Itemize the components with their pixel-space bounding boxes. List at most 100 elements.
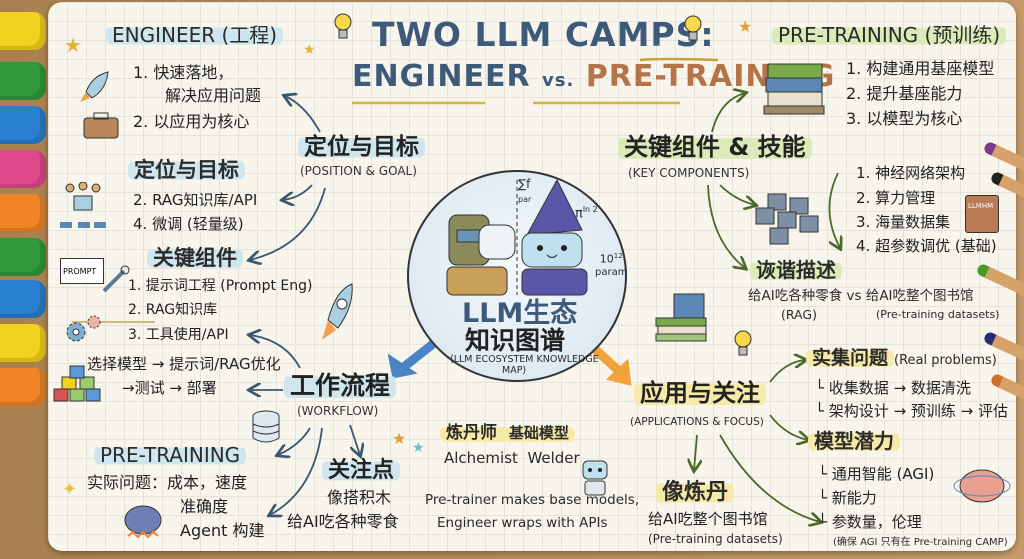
engineer-header: ENGINEER (工程) [106, 24, 284, 47]
star-icon: ★ [738, 17, 753, 36]
server-cluster-icon [755, 193, 819, 245]
pretraining-issue: Agent 构建 [180, 521, 265, 540]
pretraining-header: PRE-TRAINING (预训练) [772, 24, 1007, 47]
network-structure-icon [60, 182, 106, 228]
focus-item: 给AI吃各种零食 [287, 512, 399, 531]
wrench-icon [102, 265, 130, 293]
summary-line: Engineer wraps with APIs [437, 515, 608, 531]
brain-icon [953, 469, 1011, 503]
cauldron-icon [124, 505, 162, 539]
center-english: (LLM ECOSYSTEM KNOWLEDGE [450, 354, 599, 365]
yellow-marker [0, 324, 46, 362]
lightbulb-icon [684, 15, 702, 41]
potential-item: └ 参数量，伦理 [818, 513, 922, 531]
roles-cn: 炼丹师 基础模型 [440, 423, 575, 444]
alchemy-line: 给AI吃整个图书馆 [648, 510, 768, 528]
orange-marker [0, 194, 46, 232]
blue-marker [0, 280, 46, 318]
star-icon: ★ [303, 42, 316, 58]
potential-note: (确保 AGI 只有在 Pre-training CAMP) [833, 537, 1008, 548]
summary-line: Pre-trainer makes base models, [425, 492, 640, 508]
humor-line: 给AI吃各种零食 vs 给AI吃整个图书馆 [748, 288, 974, 304]
prompt-window-icon: PROMPT [60, 258, 104, 284]
gears-icon [66, 315, 101, 342]
real-problems-header: 实集问题(Real problems) [806, 347, 997, 370]
center-circle [407, 170, 627, 382]
center-title: LLM生态 [462, 298, 578, 329]
focus-header: 关注点 [322, 458, 401, 484]
component-item: 3. 工具使用/API [128, 327, 229, 343]
goal-item: 2. RAG知识库/API [133, 191, 258, 209]
building-blocks-icon [53, 365, 101, 402]
goal-section-header: 定位与目标 [128, 158, 245, 183]
potential-item: └ 通用智能 (AGI) [818, 465, 935, 483]
engineer-pretraining-header: PRE-TRAINING [94, 444, 247, 467]
position-goal-node: 定位与目标 [298, 134, 425, 161]
blue-marker [0, 106, 46, 144]
books-stack-icon [763, 63, 825, 115]
humor-datasets: (Pre-training datasets) [876, 308, 1000, 321]
yellow-marker [0, 12, 46, 50]
center-english-2: MAP) [502, 365, 527, 376]
center-subtitle: 知识图谱 [465, 326, 566, 355]
real-problem-item: └ 收集数据 → 数据清洗 [815, 379, 971, 397]
key-component-item: 4. 超参数调优 (基础) [856, 237, 997, 255]
component-item: 1. 提示词工程 (Prompt Eng) [128, 278, 313, 294]
lightbulb-icon [734, 330, 752, 356]
pink-marker [0, 150, 46, 188]
humor-rag: (RAG) [781, 307, 817, 322]
components-header: 关键组件 [147, 246, 243, 271]
welder-wizard-robots-illustration [446, 178, 588, 296]
key-component-item: 2. 算力管理 [856, 189, 936, 207]
key-components-node: 关键组件 & 技能 [618, 133, 812, 162]
star-icon: ★ [64, 33, 82, 57]
green-marker [0, 62, 46, 100]
pretraining-item: 3. 以模型为核心 [846, 109, 963, 128]
key-components-english: (KEY COMPONENTS) [628, 166, 750, 180]
pretraining-issue: 实际问题：成本，速度 [87, 473, 248, 492]
green-marker [0, 238, 46, 276]
book-icon: LLMHM [965, 195, 999, 233]
books-server-icon [655, 293, 707, 342]
rocket-icon [80, 71, 109, 102]
pi-formula: πln 2 [575, 205, 598, 222]
goal-item: 4. 微调 (轻量级) [133, 215, 244, 233]
workflow-step: →测试 → 部署 [122, 379, 217, 397]
potential-header: 模型潜力 [808, 430, 900, 453]
roles-en: Alchemist Welder [444, 449, 580, 467]
potential-item: └ 新能力 [818, 489, 877, 507]
pretraining-issue: 准确度 [180, 497, 229, 516]
workflow-step: 选择模型 → 提示词/RAG优化 [87, 355, 281, 373]
workflow-node: 工作流程 [284, 371, 397, 401]
title-line-1: TWO LLM CAMPS: [372, 15, 715, 54]
key-component-item: 1. 神经网络架构 [856, 164, 966, 182]
star-icon: ★ [412, 440, 425, 456]
lightbulb-icon [334, 13, 352, 39]
real-problem-item: └ 架构设计 → 预训练 → 评估 [815, 402, 1009, 420]
engineer-item: 2. 以应用为核心 [133, 112, 250, 131]
database-icon [252, 410, 280, 443]
engineer-item: 解决应用问题 [165, 86, 262, 105]
engineer-item: 1. 快速落地， [133, 63, 234, 82]
rocket-icon [322, 283, 353, 340]
title-engineer: ENGINEER [352, 59, 531, 94]
applications-node: 应用与关注 [634, 379, 766, 408]
workflow-english: (WORKFLOW) [297, 404, 379, 418]
alchemy-header: 像炼丹 [656, 480, 735, 506]
pretraining-item: 2. 提升基座能力 [846, 84, 963, 103]
orange-marker [0, 368, 46, 406]
star-icon: ★ [392, 429, 407, 448]
humor-header: 诙谐描述 [750, 259, 842, 282]
component-item: 2. RAG知识库 [128, 302, 218, 318]
alchemy-english: (Pre-training datasets) [648, 532, 783, 546]
star-icon: ✦ [62, 479, 78, 500]
focus-item: 像搭积木 [327, 488, 392, 507]
key-component-item: 3. 海量数据集 [856, 213, 951, 231]
title-vs: vs. [542, 70, 575, 91]
applications-english: (APPLICATIONS & FOCUS) [630, 416, 764, 428]
toolbox-icon [83, 112, 119, 139]
position-goal-english: (POSITION & GOAL) [300, 164, 417, 178]
